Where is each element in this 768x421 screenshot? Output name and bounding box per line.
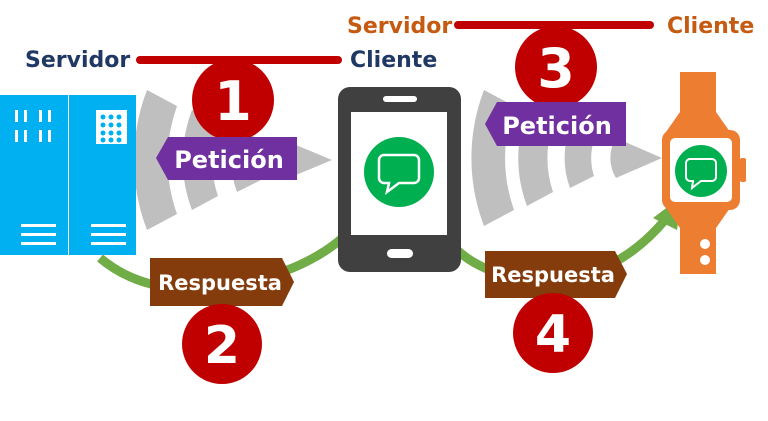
right-server-label: Servidor <box>347 14 452 39</box>
svg-text:Respuesta: Respuesta <box>491 263 615 287</box>
step-3-badge: 3 <box>515 26 597 108</box>
step-2-response-tag: Respuesta <box>150 258 294 306</box>
step-1-request-tag: Petición <box>156 137 297 180</box>
step-4-badge: 4 <box>513 293 593 373</box>
smartwatch-icon <box>662 72 746 274</box>
right-client-label: Cliente <box>667 14 754 39</box>
svg-text:Petición: Petición <box>502 112 612 140</box>
step-3-request-tag: Petición <box>485 102 626 146</box>
left-client-label: Cliente <box>350 48 437 73</box>
server-icon <box>0 95 136 255</box>
chat-bubble-watch-icon <box>675 145 727 197</box>
svg-text:Respuesta: Respuesta <box>158 271 282 295</box>
svg-text:1: 1 <box>214 70 252 133</box>
step-2-badge: 2 <box>182 304 262 384</box>
step-1-badge: 1 <box>192 59 274 141</box>
svg-text:2: 2 <box>204 316 240 376</box>
left-server-label: Servidor <box>25 48 130 73</box>
svg-text:4: 4 <box>535 305 571 365</box>
svg-text:3: 3 <box>537 37 575 100</box>
svg-text:Petición: Petición <box>174 146 284 174</box>
smartphone-icon <box>338 87 461 272</box>
chat-bubble-phone-icon <box>364 137 434 207</box>
step-4-response-tag: Respuesta <box>485 251 627 298</box>
